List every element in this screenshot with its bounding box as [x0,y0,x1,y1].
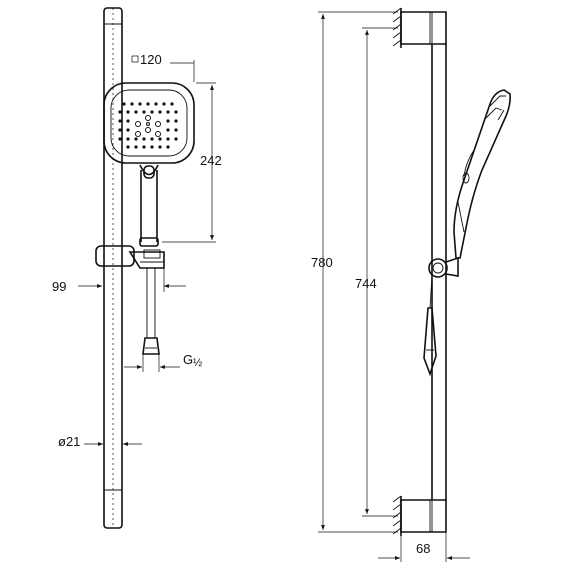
dim-780-label: 780 [311,255,333,270]
hand-shower-head [103,82,195,164]
dimension-rail-diameter: ø21 [58,434,142,449]
slider-knob [428,256,459,278]
wall-mount-bottom [392,495,447,536]
dim-242-label: 242 [200,153,222,168]
dim-120-label: 120 [140,52,162,67]
center-nozzle-ring [135,115,161,137]
dimension-wall-projection: 68 [378,532,470,562]
dim-68-label: 68 [416,541,430,556]
side-view: 780 744 68 [311,7,511,562]
dimension-bracket-spacing: 744 [355,27,398,517]
dimension-overall-height: 780 [311,11,398,533]
dimension-head-width: 120 [131,52,195,82]
dimension-head-height: 242 [162,82,222,243]
dim-thread-label: G [183,352,193,367]
hand-shower-side [453,89,511,259]
dim-thread-fraction: ½ [193,357,202,369]
dim-diameter-label: ø21 [58,434,80,449]
hose-side [423,275,437,377]
wall-mount-top [392,7,447,48]
dim-99-label: 99 [52,279,66,294]
dim-744-label: 744 [355,276,377,291]
hand-shower-handle [139,164,159,247]
dimension-thread: G ½ [124,352,202,372]
dimension-slider-offset: 99 [52,262,186,294]
slide-rail [103,7,123,529]
rail-side [431,44,447,500]
front-view: 120 242 99 G ½ ø21 [52,7,222,529]
shower-hose [142,268,160,355]
slider-holder [95,245,165,269]
spray-nozzles [118,102,178,149]
